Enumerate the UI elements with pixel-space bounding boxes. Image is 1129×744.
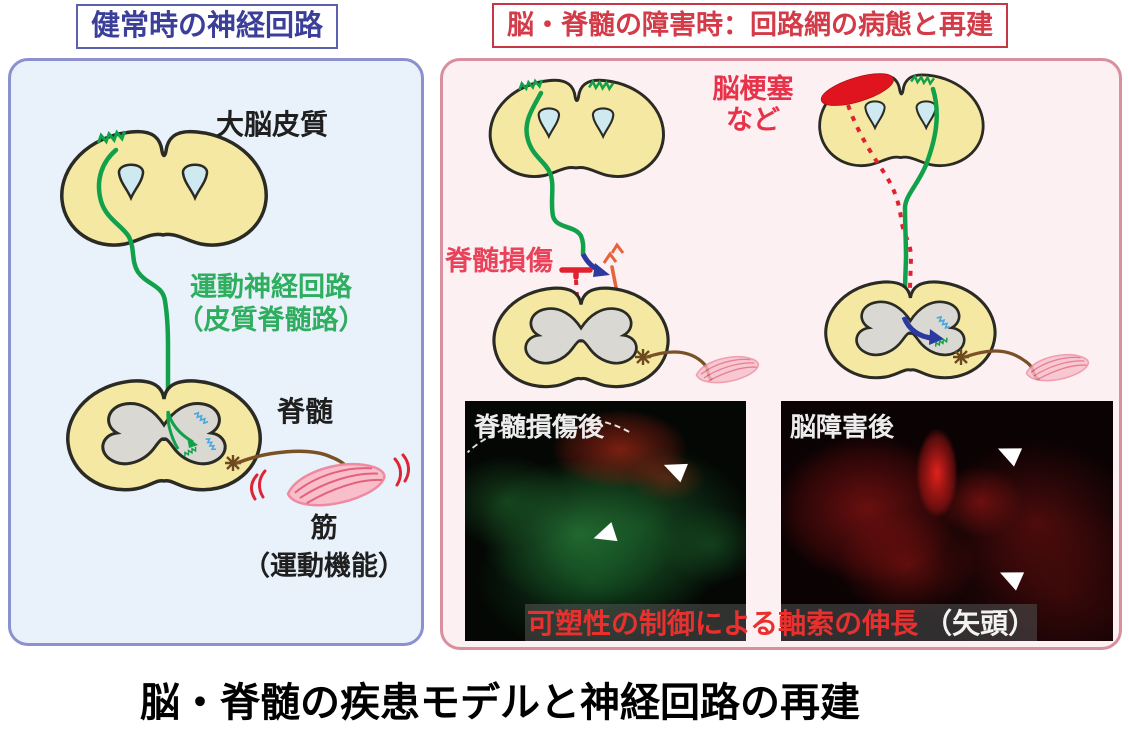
arrowhead-icon: [995, 563, 1025, 591]
degenerated-tract-dashed: [846, 104, 914, 320]
stroke-label: 脳梗塞 など: [712, 74, 794, 135]
injury-diagrams: [443, 73, 1091, 389]
micrograph-spinal-injury: 脊髄損傷後: [465, 401, 746, 641]
corticospinal-tract-line: [901, 86, 939, 320]
rewiring-arrowhead: [929, 329, 944, 345]
cortex-label: 大脳皮質: [216, 109, 329, 140]
micrograph-caption: 可塑性の制御による軸索の伸長（矢頭）: [527, 602, 1036, 642]
micrograph-left-label: 脊髄損傷後: [474, 412, 605, 442]
caption-arrowhead-note: （矢頭）: [924, 608, 1037, 639]
muscle-label: 筋 （運動機能）: [243, 513, 405, 581]
spinal-cord-section-icon: [492, 286, 670, 389]
muscle-icon: [1023, 350, 1091, 385]
corticospinal-tract-line: [96, 147, 171, 416]
caption-red-text: 可塑性の制御による軸索の伸長: [527, 608, 919, 639]
sprouting-arrow-icon: [602, 242, 625, 264]
brain-section-icon: [62, 129, 266, 245]
rewiring-arrow-line: [901, 316, 933, 341]
contraction-marks-icon: [250, 453, 410, 501]
arrowhead-icon: [993, 439, 1023, 467]
infarct-icon: [820, 73, 894, 106]
spinal-cord-label: 脊髄: [277, 396, 334, 427]
injury-panel: 脊髄損傷 脳梗塞 など 脊髄損傷後 脳障害後 可塑性の制御による軸索の伸長（矢頭…: [440, 58, 1122, 650]
spinal-cord-section-icon: [66, 379, 262, 492]
micrograph-right-label: 脳障害後: [790, 412, 895, 442]
arrowhead-icon: [660, 455, 688, 483]
muscle-icon: [693, 352, 761, 387]
micrograph-brain-injury: 脳障害後: [781, 401, 1113, 641]
axon-branch-arrowhead: [187, 437, 198, 448]
healthy-circuit-panel: 大脳皮質 運動神経回路 （皮質脊髄路） 脊髄 筋 （運動機能）: [8, 58, 424, 646]
caption-strip: [781, 604, 1037, 641]
brain-section-icon: [490, 78, 663, 177]
right-panel-title: 脳・脊髄の障害時：回路網の病態と再建: [492, 3, 1008, 48]
healthy-circuit-diagram: [11, 129, 410, 513]
corticospinal-tract-line: [524, 90, 586, 257]
retraction-arrowhead: [593, 263, 610, 277]
left-panel-title: 健常時の神経回路: [76, 4, 339, 49]
caption-strip: [525, 604, 746, 641]
spinal-injury-label: 脊髄損傷: [445, 246, 553, 276]
motor-circuit-label: 運動神経回路 （皮質脊髄路）: [176, 272, 366, 335]
lesion-block-icon: [559, 267, 593, 280]
axon-branch-line: [166, 410, 180, 450]
figure-title: 脳・脊髄の疾患モデルと神経回路の再建: [140, 681, 860, 725]
muscle-icon: [283, 457, 389, 513]
brain-section-icon: [818, 73, 983, 166]
